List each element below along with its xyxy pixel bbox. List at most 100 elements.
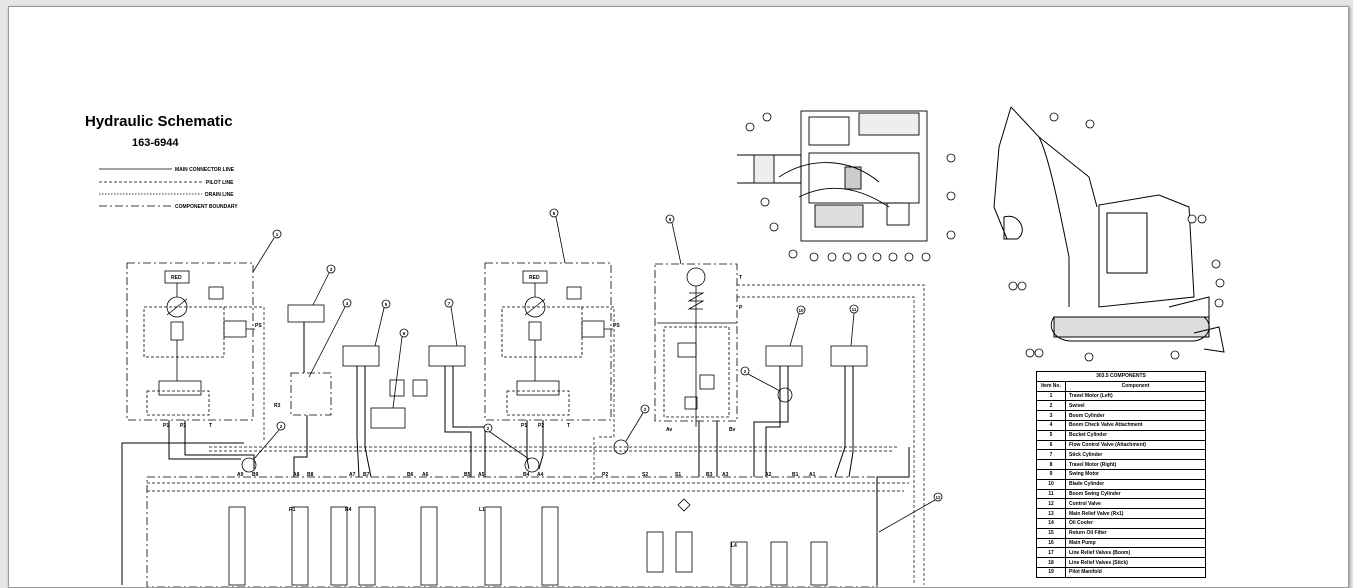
label-a5: A5 xyxy=(478,472,485,478)
label-b8: B8 xyxy=(307,472,314,478)
header-component: Component xyxy=(1065,380,1206,392)
label-p2-b: P2 xyxy=(538,423,544,429)
label-p1-b: P1 xyxy=(521,423,527,429)
main-pump-right xyxy=(516,270,613,396)
callout-2a: 2 xyxy=(644,407,647,412)
label-l1: L1 xyxy=(479,507,485,513)
callout-10: 10 xyxy=(798,308,804,313)
callout-2c: 2 xyxy=(280,424,283,429)
main-lines xyxy=(121,322,910,585)
label-b1: B1 xyxy=(792,472,799,478)
label-b9: B9 xyxy=(252,472,259,478)
label-bv: Bv xyxy=(729,427,736,433)
label-a6: A6 xyxy=(422,472,429,478)
port-labels: RED RED PS PS R3 P1 P2 T P1 P2 T Av Bv T… xyxy=(163,275,816,549)
label-a2: A2 xyxy=(765,472,772,478)
callout-3: 3 xyxy=(330,267,333,272)
callout-4: 4 xyxy=(346,301,349,306)
label-b6: B6 xyxy=(407,472,414,478)
header-item-no: Item No. xyxy=(1036,380,1066,392)
label-b7: B7 xyxy=(363,472,370,478)
hydraulic-diagram: 1 3 4 5 6 7 8 9 10 11 2 2 2 2 12 RED RED… xyxy=(99,106,1225,587)
label-p-top: P xyxy=(739,305,743,311)
cylinders xyxy=(241,304,868,473)
label-a8: A8 xyxy=(293,472,300,478)
label-t-b: T xyxy=(567,423,570,429)
label-red-2: RED xyxy=(529,275,540,281)
legend-main-connector: MAIN CONNECTOR LINE xyxy=(175,167,235,173)
document-title: Hydraulic Schematic xyxy=(85,113,233,130)
label-r3: R3 xyxy=(274,403,281,409)
callout-numbers: 1 3 4 5 6 7 8 9 10 11 2 2 2 2 12 xyxy=(276,211,941,500)
legend-drain: DRAIN LINE xyxy=(205,192,234,198)
label-p1-a: P1 xyxy=(163,423,169,429)
callout-6: 6 xyxy=(403,331,406,336)
swing-motor xyxy=(657,267,737,427)
excavator-callouts xyxy=(1008,112,1225,362)
callout-5: 5 xyxy=(385,302,388,307)
label-a3: A3 xyxy=(722,472,729,478)
label-p2: P2 xyxy=(602,472,608,478)
callout-9: 9 xyxy=(669,217,672,222)
callout-2d: 2 xyxy=(487,426,490,431)
legend-boundary: COMPONENT BOUNDARY xyxy=(175,204,238,210)
label-r1: R1 xyxy=(289,507,296,513)
label-b3: B3 xyxy=(706,472,713,478)
label-a4: A4 xyxy=(537,472,544,478)
label-l4: L4 xyxy=(731,543,737,549)
callout-11: 11 xyxy=(852,307,857,312)
label-t-a: T xyxy=(209,423,212,429)
label-red-1: RED xyxy=(171,275,182,281)
label-a1: A1 xyxy=(809,472,816,478)
label-ps-1: PS xyxy=(255,323,262,329)
control-valve xyxy=(146,476,878,587)
callout-8: 8 xyxy=(553,211,556,216)
excavator-side-view xyxy=(993,106,1225,353)
part-number: 163-6944 xyxy=(132,137,179,149)
main-pump-left xyxy=(158,270,255,396)
schematic-sheet: Hydraulic Schematic 163-6944 MAIN CONNEC… xyxy=(8,6,1349,588)
label-r4: R4 xyxy=(345,507,352,513)
label-a7: A7 xyxy=(349,472,356,478)
label-t-top: T xyxy=(739,275,742,281)
pilot-lines xyxy=(147,284,925,585)
label-p2-a: P2 xyxy=(180,423,186,429)
label-ps-2: PS xyxy=(613,323,620,329)
callout-12: 12 xyxy=(935,495,941,500)
legend-lines xyxy=(99,168,202,207)
label-a9: A9 xyxy=(237,472,244,478)
callouts xyxy=(252,208,943,533)
components-table-caption: 303.5 COMPONENTS xyxy=(1036,371,1206,382)
label-b5: B5 xyxy=(464,472,471,478)
label-s1: S1 xyxy=(675,472,681,478)
callout-1: 1 xyxy=(276,232,279,237)
label-av: Av xyxy=(666,427,672,433)
callout-7: 7 xyxy=(448,301,451,306)
legend-pilot: PILOT LINE xyxy=(206,180,234,186)
engine-bay-view xyxy=(737,110,928,242)
engine-bay-callouts xyxy=(745,112,956,262)
label-b4: B4 xyxy=(523,472,530,478)
label-s2: S2 xyxy=(642,472,648,478)
